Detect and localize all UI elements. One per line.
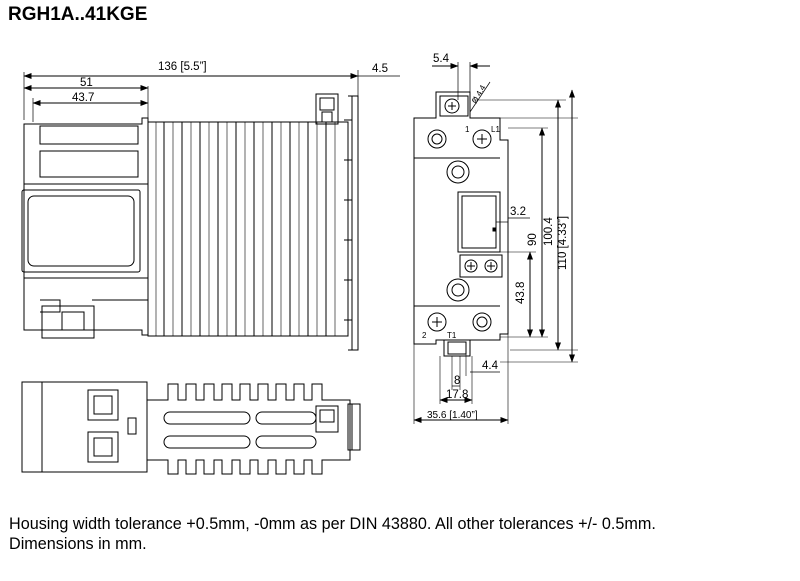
terminal-2-label: 2	[422, 331, 427, 340]
tolerance-note-line1: Housing width tolerance +0.5mm, -0mm as …	[9, 515, 656, 533]
bottom-view	[21, 381, 361, 475]
terminal-l1-label: L1	[491, 125, 500, 134]
dim-4-5-label: 4.5	[372, 63, 388, 75]
terminal-1-label: 1	[465, 125, 470, 134]
dim-4-4-label: 4.4	[482, 360, 499, 372]
front-view: 5.4 Ø 4.4 1 L1 3.2	[413, 53, 578, 424]
dim-110-label: 110 [4.33”]	[557, 216, 569, 270]
tolerance-note-line2: Dimensions in mm.	[9, 535, 147, 553]
dim-3-2-label: 3.2	[510, 206, 526, 218]
dim-51-label: 51	[80, 77, 93, 89]
dimension-drawing: 136 [5.5”] 4.5 51 43.7	[21, 53, 578, 475]
dim-90-label: 90	[527, 233, 539, 246]
terminal-t1-label: T1	[447, 331, 457, 340]
dim-17-8-label: 17.8	[446, 389, 468, 401]
dim-43-7-label: 43.7	[72, 92, 94, 104]
dim-8-label: 8	[454, 375, 460, 387]
tolerance-note: Housing width tolerance +0.5mm, -0mm as …	[9, 514, 656, 554]
side-view: 136 [5.5”] 4.5 51 43.7	[21, 61, 400, 351]
dim-136-label: 136 [5.5”]	[158, 61, 207, 73]
dim-43-8-label: 43.8	[515, 282, 527, 304]
dim-100-4-label: 100.4	[543, 217, 555, 246]
hole-dia-label: Ø 4.4	[470, 83, 488, 105]
dim-35-6-label: 35.6 [1.40”]	[427, 410, 478, 421]
hole-leader	[469, 81, 491, 113]
dim-5-4-label: 5.4	[433, 53, 450, 65]
drawing-title: RGH1A..41KGE	[8, 4, 148, 25]
